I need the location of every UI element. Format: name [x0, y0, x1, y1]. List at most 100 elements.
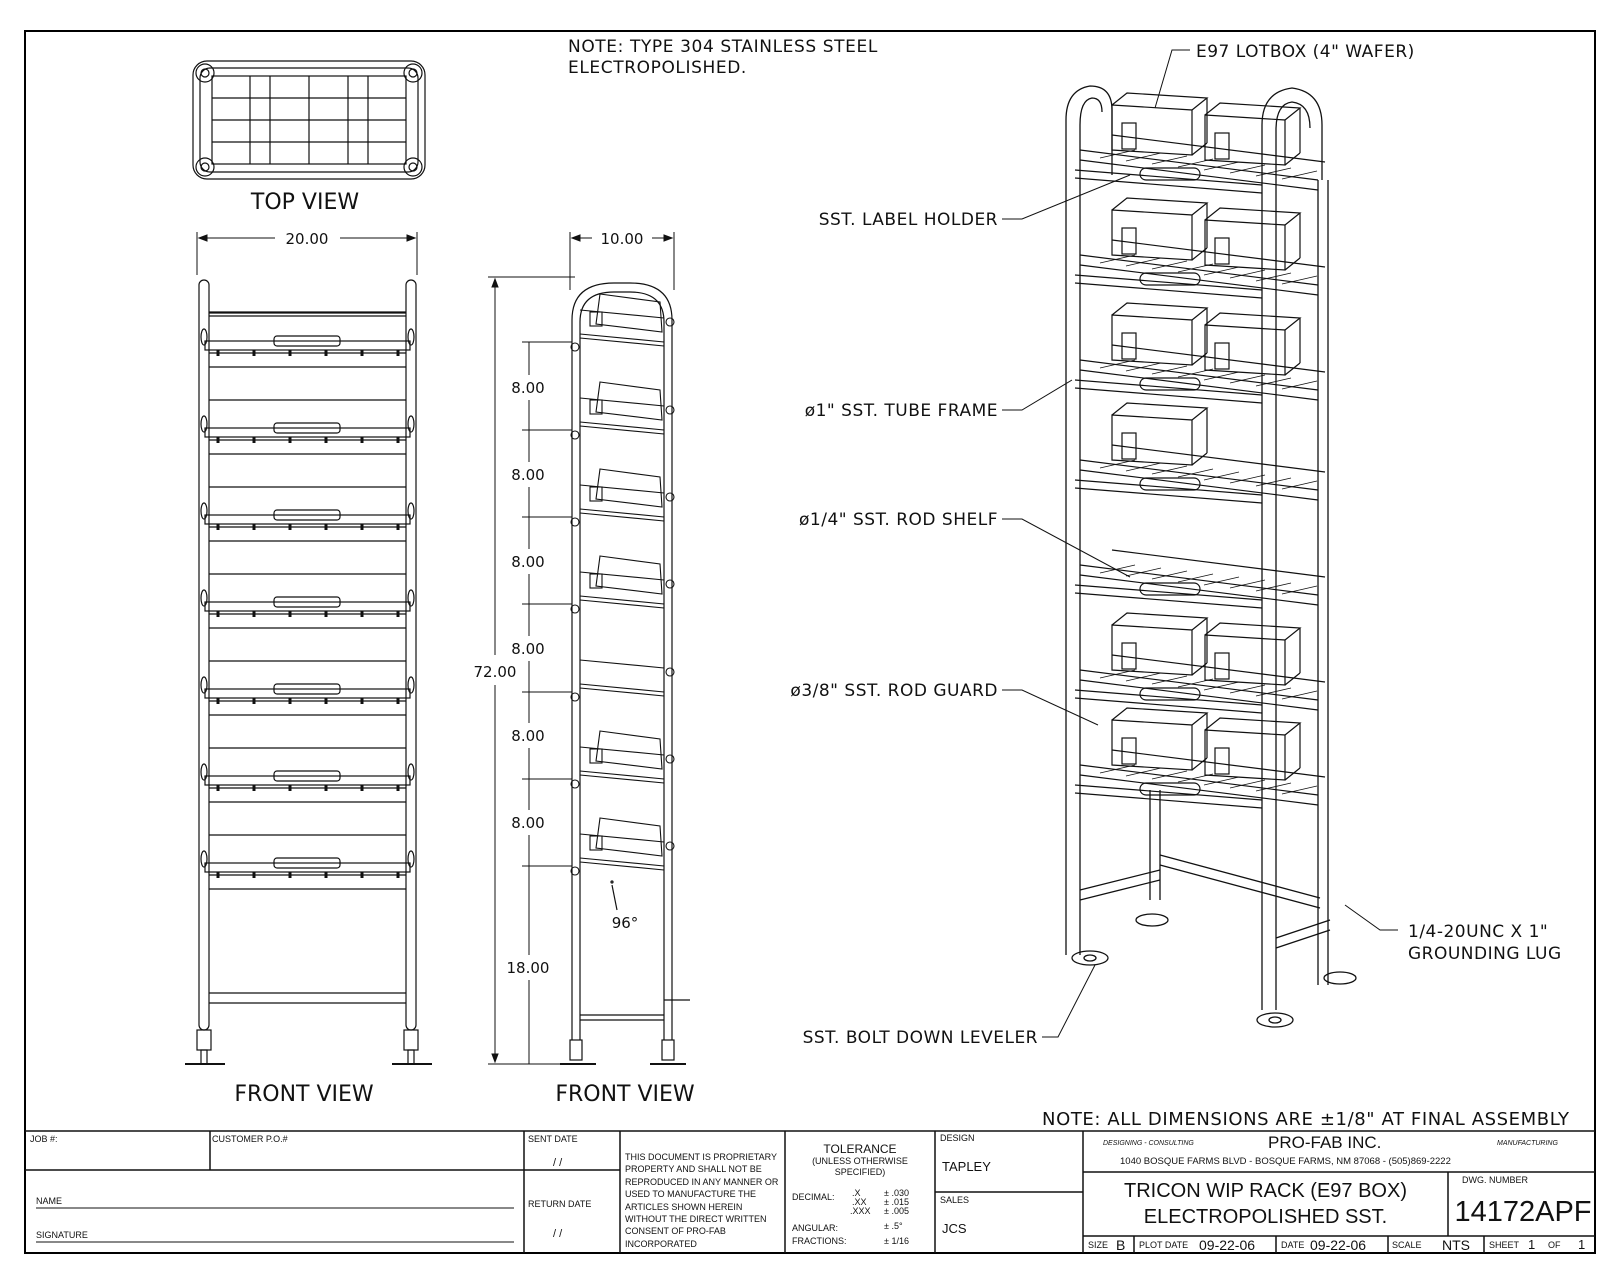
sent-date-label: SENT DATE: [528, 1134, 578, 1144]
isometric-rack-drawing: [1065, 85, 1357, 1028]
iso-shelf: [1074, 612, 1326, 714]
front-shelf: [200, 399, 415, 455]
callout-leveler: SST. BOLT DOWN LEVELER: [803, 1028, 1038, 1048]
side-view-shelves: [570, 293, 675, 876]
side-view-width-dim: [569, 232, 675, 290]
title-block-grid: [25, 1130, 1595, 1253]
lotbox: [1111, 197, 1209, 261]
lotbox: [1111, 612, 1209, 676]
size-value: B: [1116, 1237, 1126, 1253]
iso-shelf: [1074, 197, 1326, 299]
side-shelf: [570, 817, 675, 876]
company-address: 1040 BOSQUE FARMS BLVD - BOSQUE FARMS, N…: [1120, 1156, 1451, 1167]
front-view-left-drawing: [185, 279, 432, 1065]
plot-date-value: 09-22-06: [1199, 1237, 1256, 1253]
return-date-label: RETURN DATE: [528, 1199, 592, 1209]
sheet-border: [24, 30, 1596, 1254]
callout-ground-line2: GROUNDING LUG: [1408, 944, 1562, 964]
lotbox: [1204, 717, 1302, 781]
company-left-tagline: DESIGNING - CONSULTING: [1103, 1140, 1194, 1147]
lotbox: [1111, 92, 1209, 156]
lotbox: [1204, 102, 1302, 166]
design-label: DESIGN: [940, 1133, 975, 1143]
front-shelf: [200, 312, 415, 368]
spacing-dim-1: 8.00: [511, 379, 544, 397]
angular-tol: ± .5°: [884, 1221, 903, 1231]
total-height-dimension: 72.00: [474, 663, 517, 681]
decimal-x-tol: ± .030: [884, 1188, 909, 1198]
iso-shelf: [1074, 402, 1326, 504]
front-width-dimension: 20.00: [286, 230, 329, 248]
spacing-dim-3: 8.00: [511, 553, 544, 571]
company-right-tagline: MANUFACTURING: [1497, 1140, 1558, 1147]
front-shelf: [200, 573, 415, 629]
callout-leaders: [1002, 49, 1398, 1038]
lotbox: [1204, 312, 1302, 376]
company-name: PRO-FAB INC.: [1268, 1133, 1382, 1152]
lotbox: [1204, 622, 1302, 686]
decimal-label: DECIMAL:: [792, 1192, 835, 1202]
angular-label: ANGULAR:: [792, 1223, 839, 1233]
size-label: SIZE: [1088, 1240, 1109, 1250]
spacing-dim-4: 8.00: [511, 640, 544, 658]
dimension-note: NOTE: ALL DIMENSIONS ARE ±1/8" AT FINAL …: [1042, 1109, 1570, 1130]
front-shelf: [200, 660, 415, 716]
tolerance-title: TOLERANCE: [823, 1142, 897, 1156]
decimal-xx-tol: ± .015: [884, 1197, 909, 1207]
front-view-right-label: FRONT VIEW: [555, 1082, 695, 1107]
front-view-left-shelves: [200, 312, 415, 890]
plot-date-label: PLOT DATE: [1139, 1240, 1189, 1250]
spacing-dim-5: 8.00: [511, 727, 544, 745]
fractions-tol: ± 1/16: [884, 1236, 909, 1246]
fractions-label: FRACTIONS:: [792, 1236, 847, 1246]
lotbox: [1111, 302, 1209, 366]
top-view-label: TOP VIEW: [250, 190, 359, 215]
tolerance-sub1: (UNLESS OTHERWISE: [812, 1156, 908, 1166]
spacing-dim-line: [522, 341, 572, 1064]
proprietary-notice: THIS DOCUMENT IS PROPRIETARY PROPERTY AN…: [625, 1152, 779, 1249]
scale-value: NTS: [1442, 1237, 1470, 1253]
name-label: NAME: [36, 1196, 63, 1206]
lotbox: [1204, 207, 1302, 271]
spacing-dim-2: 8.00: [511, 466, 544, 484]
bottom-clearance-dim: 18.00: [507, 959, 550, 977]
side-shelf: [570, 381, 675, 440]
return-date-value: / /: [553, 1228, 563, 1240]
callout-ground-line1: 1/4-20UNC X 1": [1408, 922, 1548, 942]
iso-shelf: [1074, 92, 1326, 194]
sheet-label: SHEET: [1489, 1240, 1520, 1250]
spacing-dim-6: 8.00: [511, 814, 544, 832]
material-note-line1: NOTE: TYPE 304 STAINLESS STEEL: [568, 37, 878, 57]
dwg-number-label: DWG. NUMBER: [1462, 1175, 1528, 1185]
decimal-xxx: .XXX: [850, 1206, 871, 1216]
side-shelf: [570, 730, 675, 789]
scale-label: SCALE: [1392, 1240, 1422, 1250]
sales-label: SALES: [940, 1195, 970, 1205]
front-shelf: [200, 747, 415, 803]
tolerance-sub2: SPECIFIED): [834, 1167, 886, 1177]
isometric-shelves: [1074, 92, 1326, 809]
lotbox: [1111, 402, 1209, 466]
front-view-left-label: FRONT VIEW: [234, 1082, 374, 1107]
drawing-title-line1: TRICON WIP RACK (E97 BOX): [1123, 1180, 1407, 1202]
front-shelf: [200, 486, 415, 542]
decimal-xx: .XX: [852, 1197, 867, 1207]
side-shelf: [570, 468, 675, 527]
front-shelf: [200, 834, 415, 890]
callout-rod-shelf: ø1/4" SST. ROD SHELF: [799, 510, 998, 530]
decimal-xxx-tol: ± .005: [884, 1206, 909, 1216]
side-view-drawing: [560, 282, 690, 1065]
job-label: JOB #:: [30, 1134, 58, 1144]
lotbox: [1111, 707, 1209, 771]
customer-po-label: CUSTOMER P.O.#: [212, 1134, 288, 1144]
design-value: TAPLEY: [942, 1159, 991, 1174]
dwg-number-value: 14172APF: [1454, 1196, 1592, 1228]
callout-label-holder: SST. LABEL HOLDER: [819, 210, 998, 230]
shelf-angle: 96°: [612, 914, 639, 932]
iso-shelf: [1074, 302, 1326, 404]
iso-shelf: [1074, 707, 1326, 809]
side-depth-dimension: 10.00: [601, 230, 644, 248]
side-shelf: [570, 555, 675, 614]
front-view-left-dim: [196, 232, 418, 275]
